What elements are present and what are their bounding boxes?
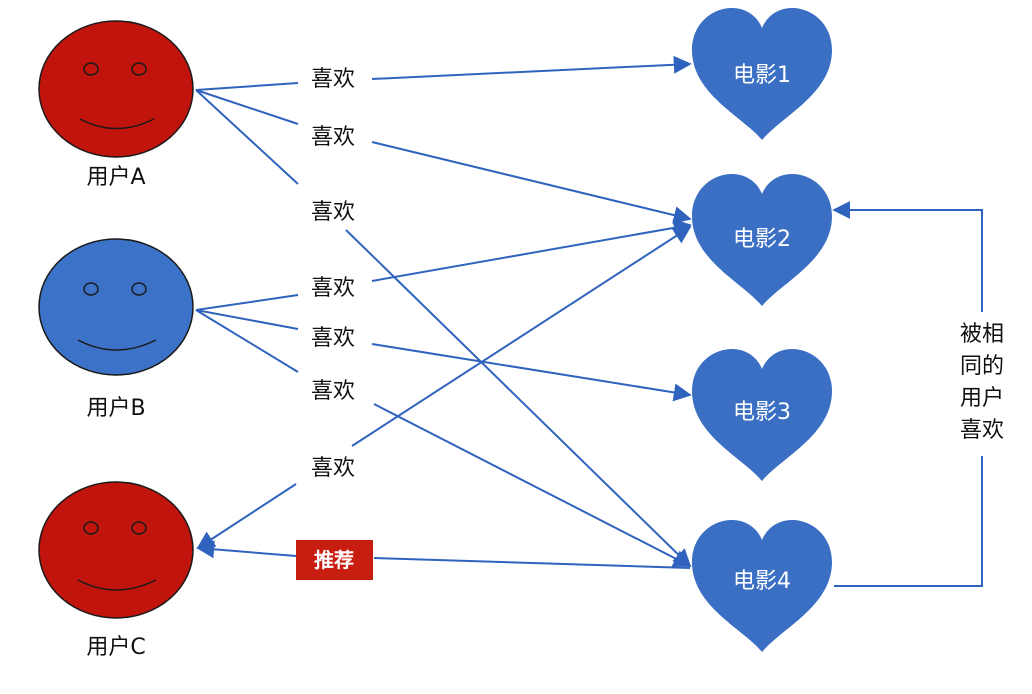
user-c-right-eye xyxy=(131,521,147,535)
recommend-badge-bg xyxy=(296,540,373,580)
like-label-b-movie4: 喜欢 xyxy=(311,379,355,404)
movie-2-node: 电影2 xyxy=(692,174,832,306)
user-a-left-eye xyxy=(83,62,99,76)
user-c-node: 用户C xyxy=(38,481,194,660)
edge-a-movie4-arrow xyxy=(345,229,692,568)
edge-a-movie2-left xyxy=(195,89,299,125)
like-label-b-movie3: 喜欢 xyxy=(311,326,355,351)
edge-recommend-right xyxy=(373,557,691,569)
user-b-right-eye xyxy=(131,282,147,296)
edge-c-movie2-arrow xyxy=(351,226,692,447)
user-c-left-eye xyxy=(83,521,99,535)
movie-4-node: 电影4 xyxy=(692,520,832,652)
user-a-smile xyxy=(79,118,155,130)
edge-a-movie2-arrow xyxy=(371,141,692,224)
movie-3-label: 电影3 xyxy=(733,400,791,425)
edge-a-movie1-arrow xyxy=(371,55,692,80)
movie-4-label: 电影4 xyxy=(733,569,791,594)
side-note-line-1: 被相 xyxy=(960,322,1004,347)
user-c-label: 用户C xyxy=(86,635,145,660)
side-note-line-4: 喜欢 xyxy=(960,418,1004,443)
like-label-a-movie4: 喜欢 xyxy=(311,200,355,225)
movie-4-heart xyxy=(692,520,832,652)
edge-b-movie2-arrow xyxy=(371,218,692,282)
recommend-badge: 推荐 xyxy=(296,540,373,580)
like-label-c-movie2: 喜欢 xyxy=(311,456,355,481)
side-connector-top xyxy=(832,201,983,312)
movie-1-heart xyxy=(692,8,832,140)
edge-b-movie4-left xyxy=(195,309,299,373)
user-c-smile xyxy=(77,579,157,591)
user-a-right-eye xyxy=(131,62,147,76)
user-a-face xyxy=(38,20,194,158)
edge-b-movie3-arrow xyxy=(371,343,692,402)
user-a-node: 用户A xyxy=(38,20,194,190)
movie-3-node: 电影3 xyxy=(692,349,832,481)
side-note-line-3: 用户 xyxy=(960,386,1004,411)
side-note: 被相 同的 用户 喜欢 xyxy=(960,322,1004,443)
edge-recommend-arrow xyxy=(196,540,297,559)
recommend-label: 推荐 xyxy=(314,548,354,572)
user-b-node: 用户B xyxy=(38,238,194,421)
side-note-line-2: 同的 xyxy=(960,354,1004,379)
like-labels: 喜欢 喜欢 喜欢 喜欢 喜欢 喜欢 喜欢 xyxy=(311,67,355,481)
edge-b-movie4-arrow xyxy=(373,403,692,567)
like-label-b-movie2: 喜欢 xyxy=(311,276,355,301)
like-label-a-movie2: 喜欢 xyxy=(311,125,355,150)
movie-1-node: 电影1 xyxy=(692,8,832,140)
user-b-left-eye xyxy=(83,282,99,296)
user-c-face xyxy=(38,481,194,619)
edges xyxy=(195,55,983,587)
side-connector-bottom xyxy=(834,456,983,587)
user-b-face xyxy=(38,238,194,376)
user-b-smile xyxy=(77,339,157,351)
edge-c-movie2-left xyxy=(196,483,297,549)
like-label-a-movie1: 喜欢 xyxy=(311,67,355,92)
edge-b-movie3-left xyxy=(195,309,299,330)
user-a-label: 用户A xyxy=(86,165,145,190)
edge-b-movie2-left xyxy=(195,294,299,311)
edge-a-movie4-left xyxy=(195,89,299,185)
edge-a-movie1-left xyxy=(195,82,299,91)
user-b-label: 用户B xyxy=(86,396,145,421)
movie-3-heart xyxy=(692,349,832,481)
movie-2-label: 电影2 xyxy=(733,227,791,252)
movie-2-heart xyxy=(692,174,832,306)
movie-1-label: 电影1 xyxy=(733,63,791,88)
